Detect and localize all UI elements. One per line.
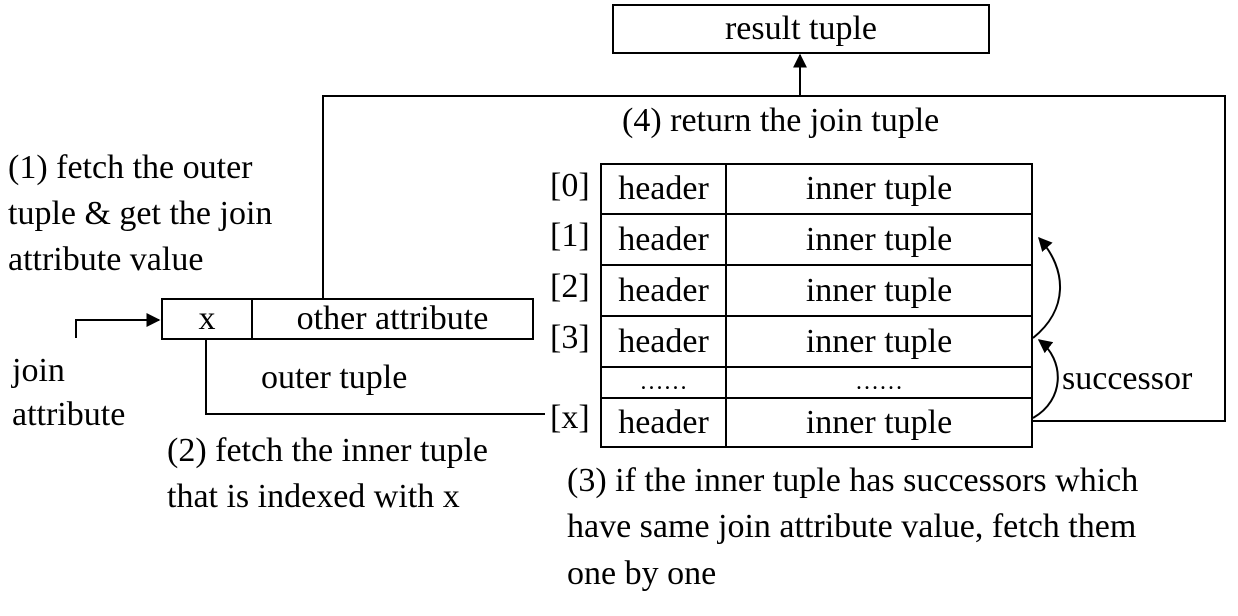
table-row: header inner tuple [602,215,1031,266]
step4-label: (4) return the join tuple [622,102,940,139]
row-header: header [602,266,727,315]
outer-tuple-label: outer tuple [261,359,408,396]
successor-label: successor [1062,360,1193,397]
table-row: header inner tuple [602,399,1031,446]
table-row: header inner tuple [602,317,1031,368]
index-lookup-line [205,340,545,415]
outer-tuple-key: x [163,300,253,338]
step1-line1: (1) fetch the outer [8,149,253,186]
step1-line2: tuple & get the join [8,195,273,232]
index-label-2: [2] [550,268,590,305]
row-header: header [602,165,727,213]
step3-line1: (3) if the inner tuple has successors wh… [567,462,1139,499]
table-row: …… …… [602,368,1031,399]
row-header: header [602,215,727,264]
result-tuple-box: result tuple [612,4,990,54]
row-body: …… [855,369,903,395]
index-label-1: [1] [550,217,590,254]
outer-tuple-other: other attribute [296,300,489,337]
row-body: inner tuple [805,322,953,360]
successor-arrow-upper [1032,236,1061,339]
table-row: header inner tuple [602,266,1031,317]
index-label-x: [x] [550,399,590,436]
row-body: inner tuple [805,220,953,258]
step1-line3: attribute value [8,241,204,278]
return-path-line [322,95,1226,422]
row-body: inner tuple [805,271,953,309]
row-header: …… [602,368,727,397]
row-header: header [602,317,727,366]
join-attribute-line1: join [12,352,65,389]
join-attribute-line2: attribute [12,396,126,433]
index-label-3: [3] [550,319,590,356]
step3-line3: one by one [567,555,717,592]
join-attribute-arrow [75,313,161,338]
inner-tuple-table: header inner tuple header inner tuple he… [600,163,1033,448]
row-body: inner tuple [805,170,953,207]
result-tuple-label: result tuple [724,10,878,47]
row-header: header [602,399,727,446]
index-label-0: [0] [550,167,590,204]
step2-line1: (2) fetch the inner tuple [167,432,488,469]
step3-line2: have same join attribute value, fetch th… [567,508,1137,545]
outer-tuple-box: x other attribute [161,298,534,340]
successor-arrow-lower [1032,339,1059,419]
table-row: header inner tuple [602,165,1031,215]
row-body: inner tuple [805,403,953,441]
step2-line2: that is indexed with x [167,478,460,515]
